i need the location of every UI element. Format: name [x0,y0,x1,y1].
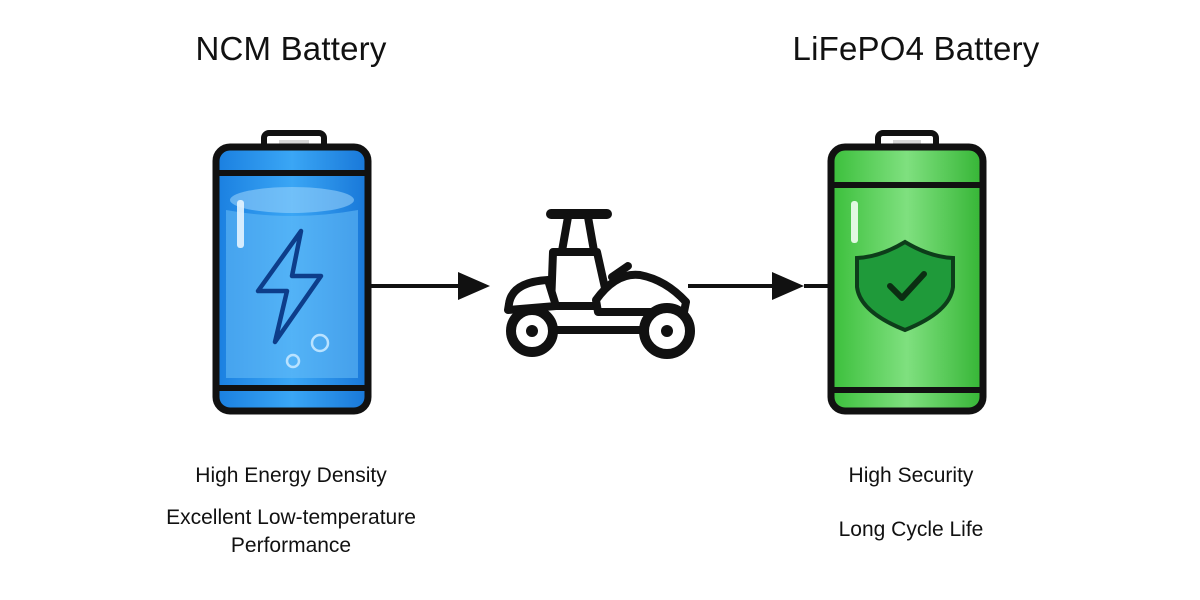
arrow-right-icon [368,272,490,300]
ncm-feature-low-temperature: Excellent Low-temperature Performance [166,506,416,557]
ncm-feature-energy-density: High Energy Density [195,464,387,487]
lifepo4-battery-title: LiFePO4 Battery [792,30,1040,67]
battery-shield-check-icon [827,130,987,415]
lifepo4-feature-security: High Security [848,464,974,487]
arrow-right-icon [688,272,834,300]
lifepo4-feature-cycle-life: Long Cycle Life [838,518,984,541]
ncm-battery-title: NCM Battery [195,30,387,67]
battery-lightning-icon [212,130,372,415]
electric-scooter-icon [504,209,695,359]
